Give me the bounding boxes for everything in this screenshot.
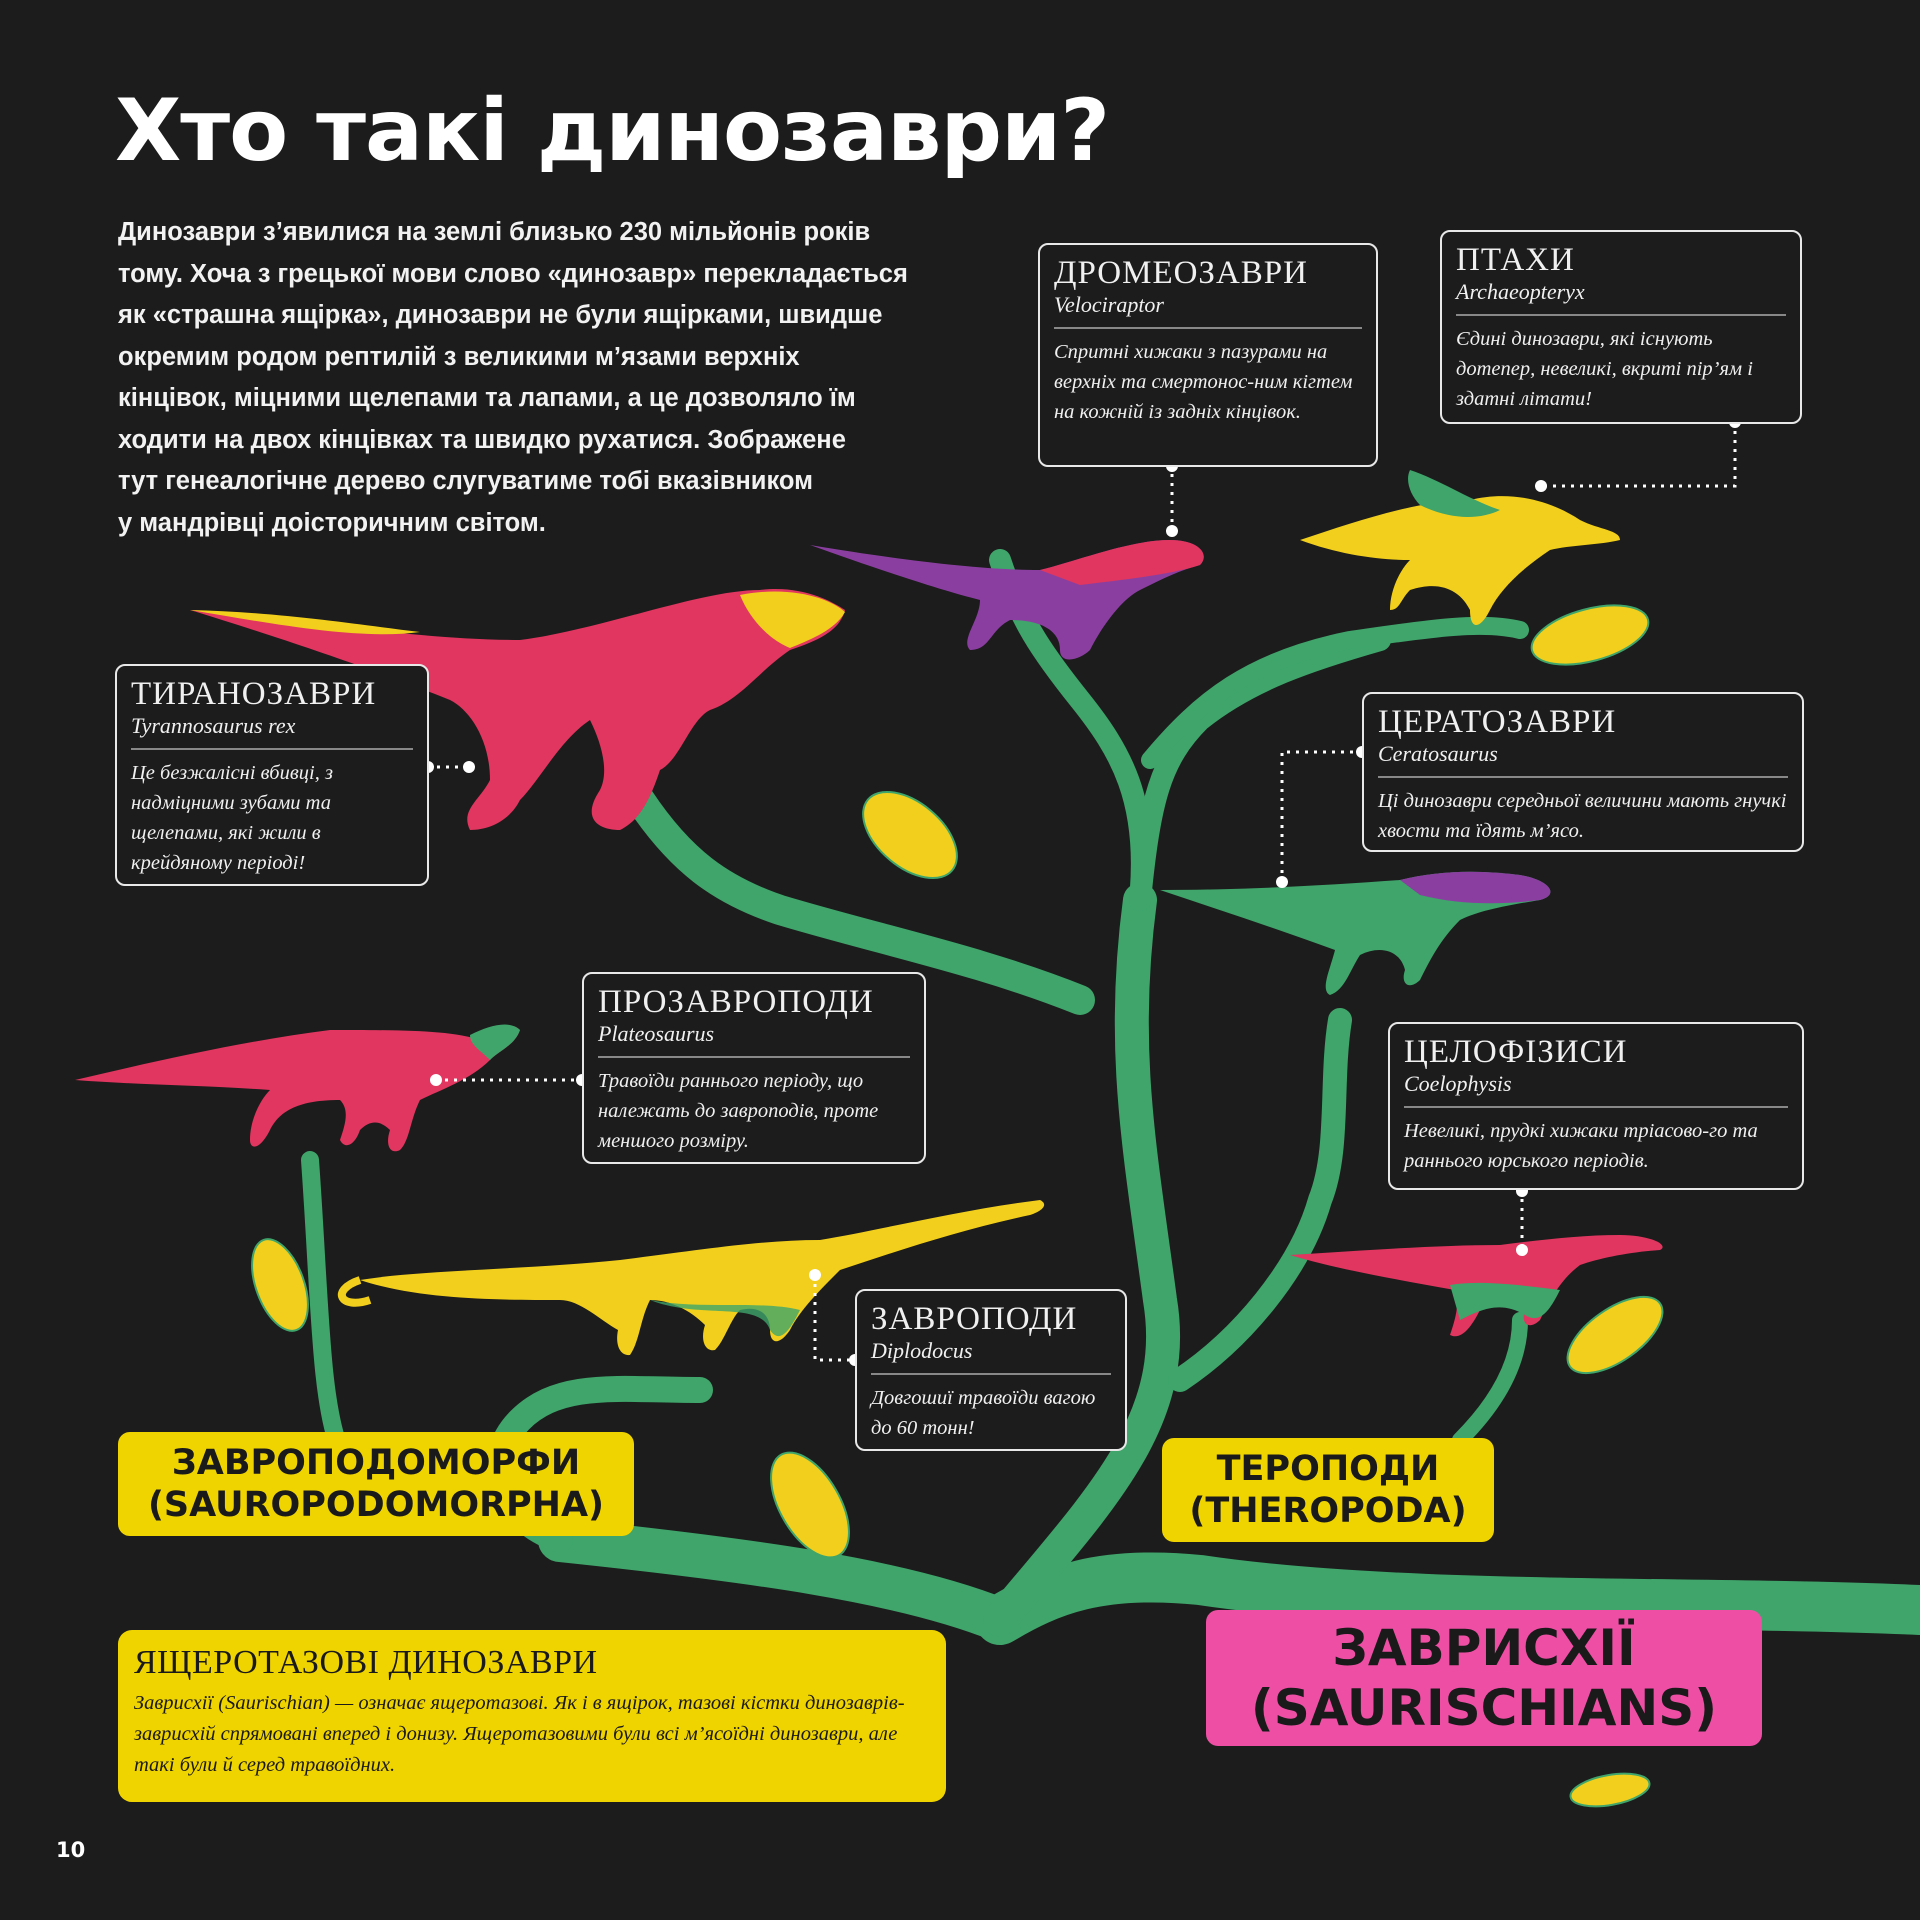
label-line: (SAURISCHIANS) xyxy=(1250,1679,1718,1737)
card-birds: ПТАХИ Archaeopteryx Єдині динозаври, які… xyxy=(1440,230,1802,424)
card-latin-name: Plateosaurus xyxy=(598,1020,910,1058)
connector-dot xyxy=(809,1269,821,1281)
intro-line: кінцівок, міцними щелепами та лапами, а … xyxy=(118,384,856,412)
intro-line: Динозаври з’явилися на землі близько 230… xyxy=(118,218,871,246)
connector-dot xyxy=(1276,876,1288,888)
label-line: ТЕРОПОДИ xyxy=(1216,1449,1440,1489)
card-title: ЦЕЛОФІЗИСИ xyxy=(1404,1034,1628,1070)
page-title: Хто такі динозаври? xyxy=(115,81,1110,181)
diplodocus-illustration xyxy=(337,1200,1045,1356)
connector-dot xyxy=(463,761,475,773)
label-saurischians: ЗАВРИСХІЇ (SAURISCHIANS) xyxy=(1206,1610,1762,1746)
card-prosauropods: ПРОЗАВРОПОДИ Plateosaurus Травоїди раннь… xyxy=(582,972,926,1164)
label-theropoda: ТЕРОПОДИ (THEROPODA) xyxy=(1162,1438,1494,1542)
info-box-title: ЯЩЕРОТАЗОВІ ДИНОЗАВРИ xyxy=(134,1644,598,1681)
card-title: ПРОЗАВРОПОДИ xyxy=(598,984,874,1020)
label-line: (SAUROPODOMORPHA) xyxy=(147,1485,605,1525)
connector-dot xyxy=(1166,525,1178,537)
connector-dot xyxy=(430,1074,442,1086)
card-latin-name: Ceratosaurus xyxy=(1378,740,1788,778)
velociraptor-illustration xyxy=(810,540,1204,660)
tyrannosaurus-illustration xyxy=(190,589,845,830)
connector-lines xyxy=(428,422,1737,1362)
intro-line: ходити на двох кінцівках та швидко рухат… xyxy=(118,425,846,454)
card-latin-name: Diplodocus xyxy=(871,1337,1111,1375)
intro-paragraph: Динозаври з’явилися на землі близько 230… xyxy=(118,212,968,544)
intro-line: тут генеалогічне дерево слугуватиме тобі… xyxy=(118,467,813,495)
card-latin-name: Archaeopteryx xyxy=(1456,278,1786,316)
card-latin-name: Velociraptor xyxy=(1054,291,1362,329)
coelophysis-illustration xyxy=(1290,1235,1663,1337)
card-text: Єдині динозаври, які існують дотепер, не… xyxy=(1456,327,1753,410)
ceratosaurus-illustration xyxy=(1160,871,1551,995)
label-sauropodomorpha: ЗАВРОПОДОМОРФИ (SAUROPODOMORPHA) xyxy=(118,1432,634,1536)
card-title: ЗАВРОПОДИ xyxy=(871,1301,1078,1337)
card-title: ДРОМЕОЗАВРИ xyxy=(1054,255,1308,291)
info-box-text: Заврисхії (Saurischian) — означає ящерот… xyxy=(134,1692,905,1776)
card-text: Ці динозаври середньої величини мають гн… xyxy=(1378,789,1787,842)
info-box-lizard-hipped: ЯЩЕРОТАЗОВІ ДИНОЗАВРИ Заврисхії (Saurisc… xyxy=(118,1630,946,1802)
leaves xyxy=(251,604,1664,1808)
card-text: Травоїди раннього періоду, що належать д… xyxy=(598,1069,879,1152)
plateosaurus-illustration xyxy=(75,1024,520,1152)
card-text: Спритні хижаки з пазурами на верхніх та … xyxy=(1054,340,1353,423)
intro-line: у мандрівці доісторичним світом. xyxy=(118,508,546,537)
card-tyrannosaurs: ТИРАНОЗАВРИ Tyrannosaurus rex Це безжалі… xyxy=(115,664,429,886)
label-line: (THEROPODA) xyxy=(1189,1491,1467,1531)
card-text: Невеликі, прудкі хижаки тріасово-го та р… xyxy=(1404,1119,1758,1172)
card-text: Довгошиї травоїди вагою до 60 тонн! xyxy=(871,1386,1096,1439)
card-coelophysids: ЦЕЛОФІЗИСИ Coelophysis Невеликі, прудкі … xyxy=(1388,1022,1804,1190)
archaeopteryx-illustration xyxy=(1300,470,1620,625)
page-number: 10 xyxy=(56,1838,86,1862)
card-title: ПТАХИ xyxy=(1456,242,1575,278)
card-ceratosaurs: ЦЕРАТОЗАВРИ Ceratosaurus Ці динозаври се… xyxy=(1362,692,1804,852)
card-title: ТИРАНОЗАВРИ xyxy=(131,676,377,712)
label-line: ЗАВРОПОДОМОРФИ xyxy=(171,1443,581,1483)
intro-line: тому. Хоча з грецької мови слово «диноза… xyxy=(118,259,908,288)
label-line: ЗАВРИСХІЇ xyxy=(1332,1619,1636,1677)
card-sauropods: ЗАВРОПОДИ Diplodocus Довгошиї травоїди в… xyxy=(855,1289,1127,1451)
intro-line: окремим родом рептилій з великими м’язам… xyxy=(118,342,800,371)
card-title: ЦЕРАТОЗАВРИ xyxy=(1378,704,1617,740)
card-text: Це безжалісні вбивці, з надміцними зубам… xyxy=(131,761,333,874)
card-latin-name: Coelophysis xyxy=(1404,1070,1788,1108)
intro-line: як «страшна ящірка», динозаври не були я… xyxy=(118,301,883,329)
card-dromaeosaurs: ДРОМЕОЗАВРИ Velociraptor Спритні хижаки … xyxy=(1038,243,1378,467)
connector-dot xyxy=(1535,480,1547,492)
card-latin-name: Tyrannosaurus rex xyxy=(131,712,413,750)
connector-dot xyxy=(1516,1244,1528,1256)
